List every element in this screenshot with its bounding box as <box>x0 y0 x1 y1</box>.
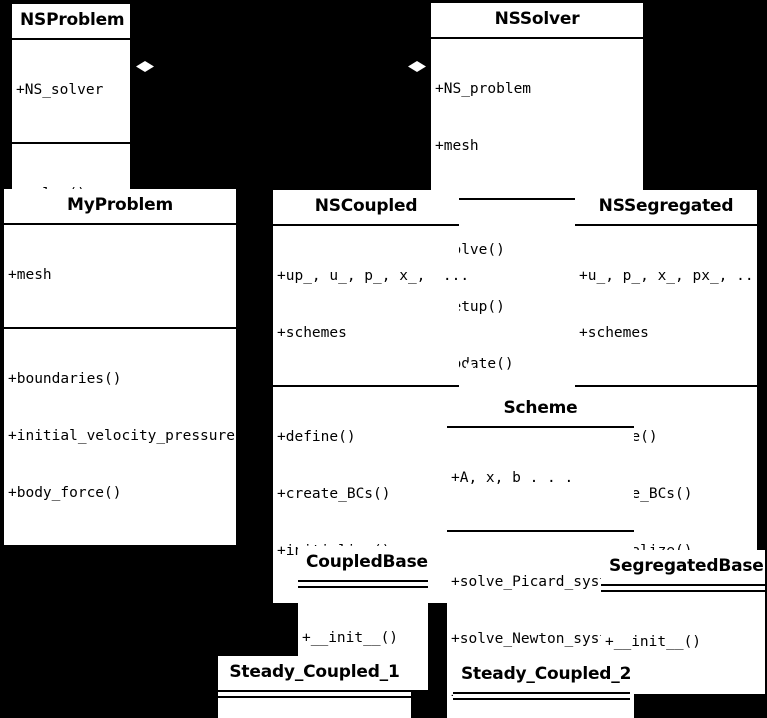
class-name-myproblem: MyProblem <box>4 189 236 223</box>
attribute-row: +A, x, b . . . <box>451 470 574 486</box>
class-box-segregatedbase[interactable]: SegregatedBase +__init__() <box>601 550 765 694</box>
method-row: +solve_Picard_system() <box>451 574 644 590</box>
method-row: +__init__() <box>302 630 399 646</box>
attribute-row: +mesh <box>8 267 52 283</box>
aggregation-diamond-nsproblem <box>136 61 154 72</box>
class-box-steady-coupled-1[interactable]: Steady_Coupled_1 +form() <box>218 656 411 718</box>
generalization-arrow-myproblem-to-nsproblem <box>62 99 80 114</box>
method-row: +initial_velocity_pressure() <box>8 428 253 444</box>
class-attributes-coupledbase <box>298 582 428 586</box>
class-attributes-steady-coupled-1 <box>218 692 411 696</box>
method-row: +define() <box>277 429 356 445</box>
aggregation-diamond-scheme-left <box>464 360 475 382</box>
class-name-segregatedbase: SegregatedBase <box>601 550 765 584</box>
method-row: +solve_Newton_system() <box>451 631 644 647</box>
class-attributes-nsproblem: +NS_solver <box>12 40 130 142</box>
class-name-nsproblem: NSProblem <box>12 4 130 38</box>
class-attributes-nssegregated: +u_, p_, x_, px_, ... +schemes <box>575 226 763 385</box>
class-attributes-steady-coupled-2 <box>453 694 630 698</box>
class-name-nssegregated: NSSegregated <box>575 190 757 224</box>
attribute-row: +up_, u_, p_, x_, ... <box>277 268 470 284</box>
aggregation-diamond-nssolver <box>408 61 426 72</box>
class-name-scheme: Scheme <box>447 392 634 426</box>
class-box-myproblem[interactable]: MyProblem +mesh +boundaries() +initial_v… <box>4 189 253 545</box>
class-name-nscoupled: NSCoupled <box>273 190 459 224</box>
aggregation-diamond-nscoupled-to-scheme <box>348 317 359 339</box>
method-row: +__init__() <box>605 634 702 650</box>
generalization-arrow-subsolvers-to-nssolver <box>528 143 546 158</box>
attribute-row: +NS_solver <box>16 82 104 98</box>
generalization-arrow-segregatedbase-to-scheme <box>566 501 584 516</box>
class-attributes-nssolver: +NS_problem +mesh <box>431 39 643 198</box>
class-attributes-nscoupled: +up_, u_, p_, x_, ... +schemes <box>273 226 470 385</box>
method-row: +body_force() <box>8 485 122 501</box>
attribute-row: +schemes <box>277 325 347 341</box>
attribute-row: +u_, p_, x_, px_, ... <box>579 268 763 284</box>
class-name-nssolver: NSSolver <box>431 3 643 37</box>
class-name-coupledbase: CoupledBase <box>298 546 428 580</box>
class-name-steady-coupled-2: Steady_Coupled_2 <box>453 658 631 692</box>
attribute-row: +mesh <box>435 138 479 154</box>
method-row: +create_BCs() <box>277 486 391 502</box>
class-methods-segregatedbase: +__init__() <box>601 592 765 694</box>
method-row: +boundaries() <box>8 371 122 387</box>
class-methods-steady-coupled-1: +form() <box>218 698 411 718</box>
class-attributes-myproblem: +mesh <box>4 225 236 327</box>
class-name-steady-coupled-1: Steady_Coupled_1 <box>218 656 411 690</box>
attribute-row: +NS_problem <box>435 81 532 97</box>
class-box-steady-coupled-2[interactable]: Steady_Coupled_2 +form() <box>453 658 631 718</box>
generalization-arrow-steady-coupled-to-coupledbase <box>355 611 373 626</box>
class-methods-myproblem: +boundaries() +initial_velocity_pressure… <box>4 329 253 545</box>
generalization-arrow-coupledbase-to-scheme <box>495 501 513 516</box>
class-box-nscoupled[interactable]: NSCoupled +up_, u_, p_, x_, ... +schemes… <box>273 190 470 603</box>
class-methods-steady-coupled-2: +form() <box>453 700 630 718</box>
class-attributes-scheme: +A, x, b . . . <box>447 428 634 530</box>
attribute-row: +schemes <box>579 325 649 341</box>
aggregation-diamond-nssegregated-to-scheme <box>724 317 735 339</box>
aggregation-diamond-scheme-right <box>599 360 610 382</box>
class-attributes-segregatedbase <box>601 586 765 590</box>
